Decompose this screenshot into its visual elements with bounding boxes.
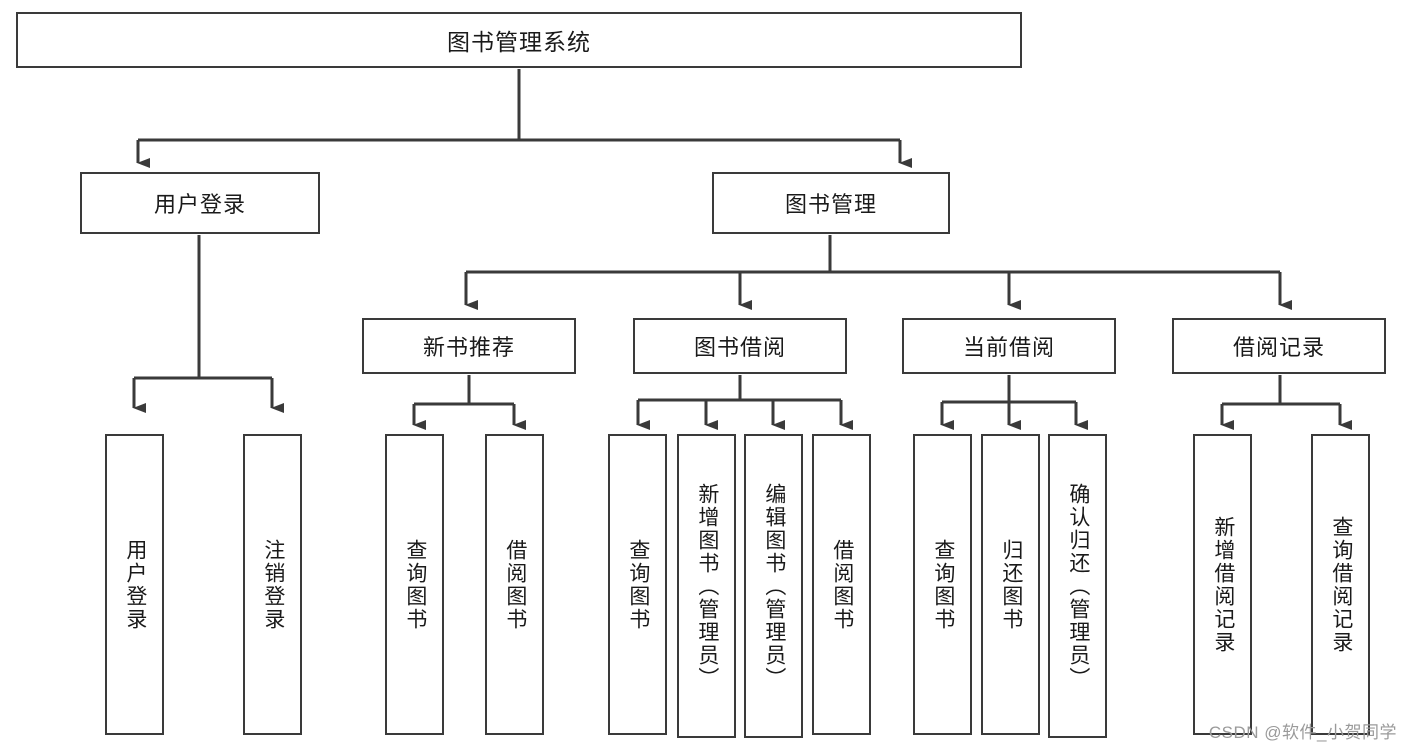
node-leaf-edit-book-label: 编辑图书（管理员）: [762, 482, 786, 690]
node-borrow-record[interactable]: 借阅记录: [1172, 318, 1386, 374]
node-leaf-query-record[interactable]: 查询借阅记录: [1311, 434, 1370, 735]
node-root-label: 图书管理系统: [447, 29, 591, 55]
node-leaf-return-book[interactable]: 归还图书: [981, 434, 1040, 735]
node-new-book-rec[interactable]: 新书推荐: [362, 318, 576, 374]
node-leaf-borrow-book-1-label: 借阅图书: [503, 538, 527, 631]
node-leaf-user-login-label: 用户登录: [123, 538, 147, 631]
node-borrow-record-label: 借阅记录: [1232, 335, 1325, 360]
node-leaf-query-book-1-label: 查询图书: [403, 538, 427, 631]
node-book-manage-label: 图书管理: [784, 192, 877, 217]
node-leaf-borrow-book-2-label: 借阅图书: [830, 538, 854, 631]
node-leaf-add-record-label: 新增借阅记录: [1211, 515, 1235, 654]
node-leaf-add-book[interactable]: 新增图书（管理员）: [677, 434, 736, 738]
node-leaf-query-record-label: 查询借阅记录: [1329, 515, 1353, 654]
node-book-manage[interactable]: 图书管理: [712, 172, 950, 234]
node-book-borrow[interactable]: 图书借阅: [633, 318, 847, 374]
node-leaf-query-book-2[interactable]: 查询图书: [608, 434, 667, 735]
node-root[interactable]: 图书管理系统: [16, 12, 1022, 68]
node-new-book-rec-label: 新书推荐: [422, 335, 515, 360]
node-leaf-edit-book[interactable]: 编辑图书（管理员）: [744, 434, 803, 738]
node-leaf-query-book-1[interactable]: 查询图书: [385, 434, 444, 735]
node-book-borrow-label: 图书借阅: [693, 335, 786, 360]
node-user-login-label: 用户登录: [153, 192, 246, 217]
node-leaf-confirm-return[interactable]: 确认归还（管理员）: [1048, 434, 1107, 738]
node-leaf-confirm-return-label: 确认归还（管理员）: [1066, 482, 1090, 690]
node-leaf-query-book-3-label: 查询图书: [931, 538, 955, 631]
node-leaf-return-book-label: 归还图书: [999, 538, 1023, 631]
node-leaf-user-login[interactable]: 用户登录: [105, 434, 164, 735]
node-leaf-borrow-book-2[interactable]: 借阅图书: [812, 434, 871, 735]
node-current-borrow-label: 当前借阅: [962, 335, 1055, 360]
node-leaf-logout[interactable]: 注销登录: [243, 434, 302, 735]
node-leaf-borrow-book-1[interactable]: 借阅图书: [485, 434, 544, 735]
watermark-text: CSDN @软件_小贺同学: [1208, 723, 1397, 742]
node-leaf-logout-label: 注销登录: [261, 538, 285, 631]
node-leaf-add-record[interactable]: 新增借阅记录: [1193, 434, 1252, 735]
node-leaf-query-book-2-label: 查询图书: [626, 538, 650, 631]
node-current-borrow[interactable]: 当前借阅: [902, 318, 1116, 374]
node-user-login[interactable]: 用户登录: [80, 172, 320, 234]
node-leaf-add-book-label: 新增图书（管理员）: [695, 482, 719, 690]
node-leaf-query-book-3[interactable]: 查询图书: [913, 434, 972, 735]
